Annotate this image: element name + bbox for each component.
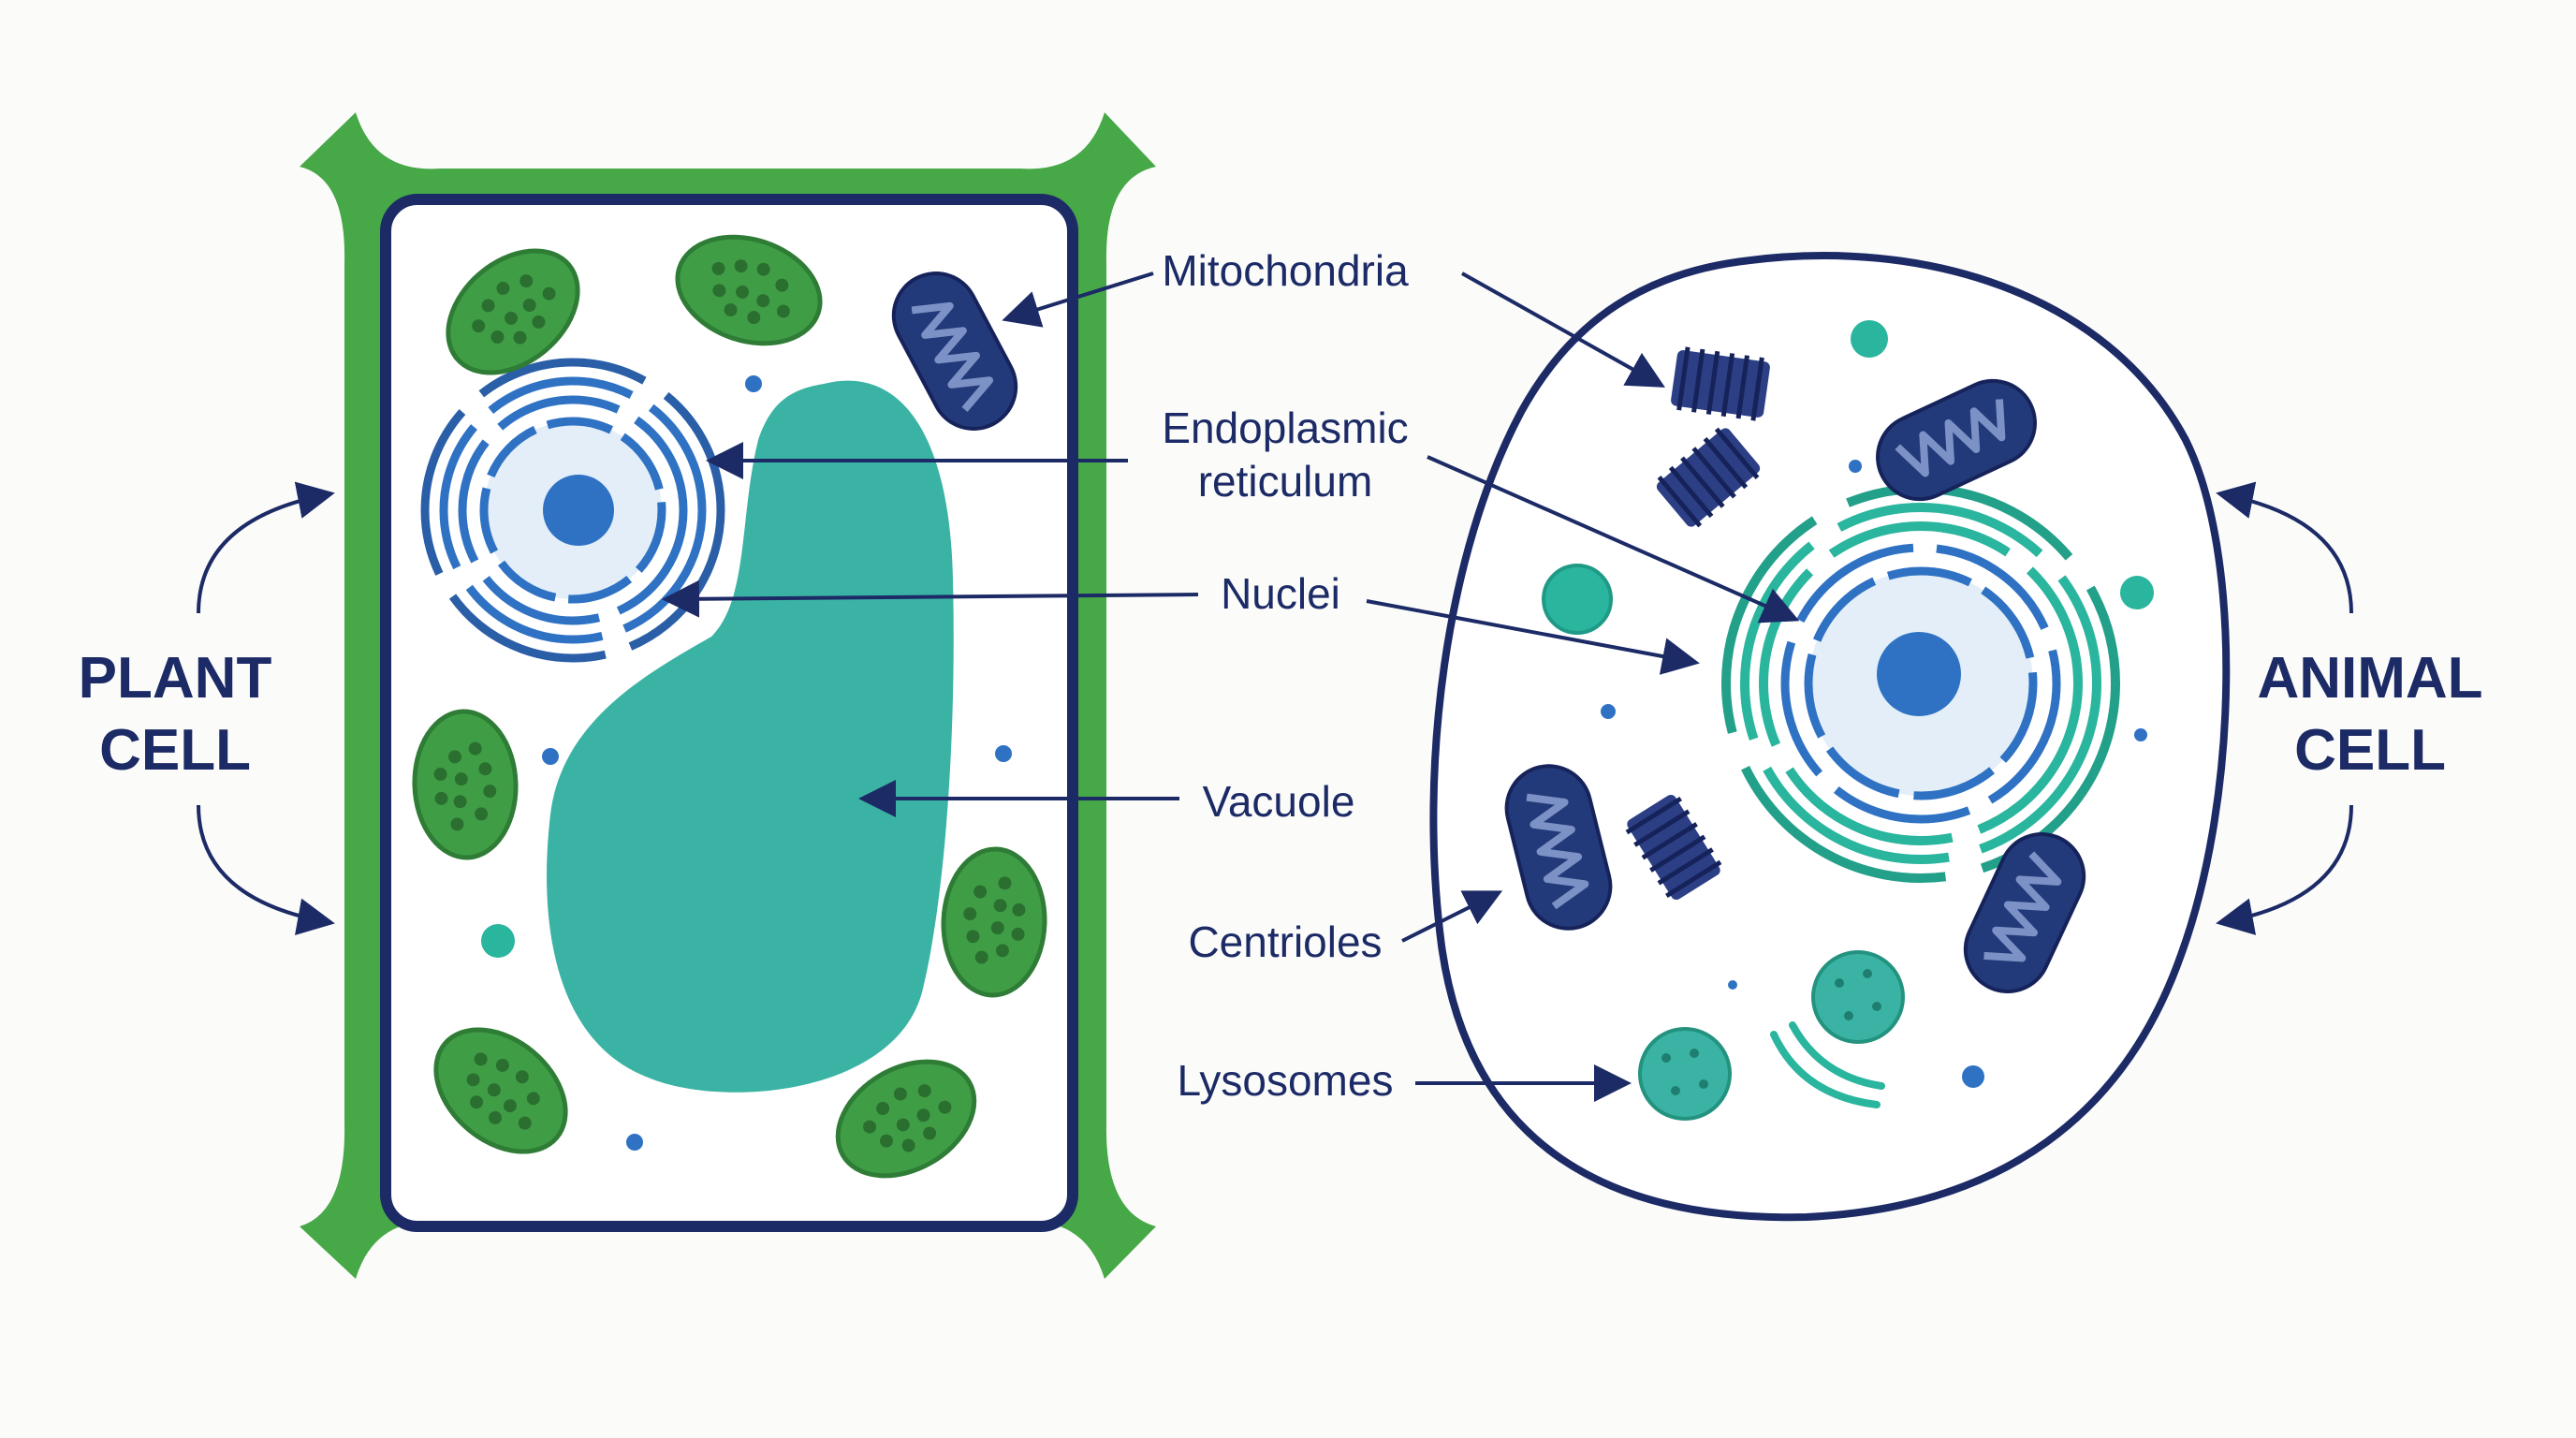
animal-curved-arrow-up — [2216, 481, 2353, 614]
plant-granule — [995, 745, 1012, 762]
plant-granule — [626, 1134, 643, 1151]
animal-granule — [1962, 1065, 1984, 1088]
chloroplast — [941, 847, 1046, 997]
animal-granule — [2120, 576, 2154, 609]
animal-title-group: ANIMAL CELL — [2216, 481, 2483, 935]
plant-title-line2: CELL — [99, 718, 251, 783]
plant-nucleus — [420, 358, 725, 663]
arrow-er-animal — [1427, 455, 1800, 624]
animal-nucleus — [1721, 484, 2120, 883]
label-lysosomes: Lysosomes — [1178, 1056, 1394, 1105]
arrow-mito-animal — [1461, 271, 1665, 388]
lysosome — [1638, 1027, 1732, 1121]
label-nuclei: Nuclei — [1221, 569, 1340, 618]
animal-granule — [2134, 728, 2147, 741]
lysosome — [1811, 950, 1905, 1044]
animal-title-line1: ANIMAL — [2257, 646, 2482, 711]
arrow-nuclei-plant — [662, 580, 1199, 618]
animal-granule — [1542, 564, 1613, 635]
vesicle-arcs — [1770, 1021, 1885, 1108]
arrow-mito-plant — [1002, 271, 1154, 328]
plant-cell — [300, 112, 1156, 1279]
plant-curved-arrow-up — [197, 481, 335, 614]
vacuole — [547, 380, 954, 1093]
chloroplast — [412, 710, 518, 859]
plant-granule — [542, 748, 559, 765]
plant-title-group: PLANT CELL — [79, 481, 335, 935]
label-centrioles: Centrioles — [1188, 917, 1382, 966]
plant-curved-arrow-down — [197, 804, 335, 935]
animal-granule — [1849, 460, 1862, 473]
animal-title-line2: CELL — [2294, 718, 2446, 783]
animal-granule — [1601, 704, 1616, 719]
label-mitochondria: Mitochondria — [1162, 246, 1409, 295]
label-er-line1: Endoplasmic — [1162, 404, 1408, 452]
label-er-line2: reticulum — [1198, 457, 1373, 506]
animal-granule — [1728, 980, 1737, 990]
animal-cell — [1429, 252, 2231, 1222]
organelle-labels: Mitochondria Endoplasmic reticulum Nucle… — [1162, 246, 1409, 1105]
plant-title-line1: PLANT — [79, 646, 272, 711]
plant-granule — [481, 924, 515, 958]
leader-lines — [662, 271, 1800, 1102]
animal-curved-arrow-down — [2216, 804, 2353, 935]
arrow-centrioles — [1401, 890, 1503, 943]
label-vacuole: Vacuole — [1203, 777, 1355, 826]
arrow-nuclei-animal — [1366, 599, 1700, 675]
plant-granule — [745, 375, 762, 392]
animal-granule — [1851, 320, 1888, 358]
